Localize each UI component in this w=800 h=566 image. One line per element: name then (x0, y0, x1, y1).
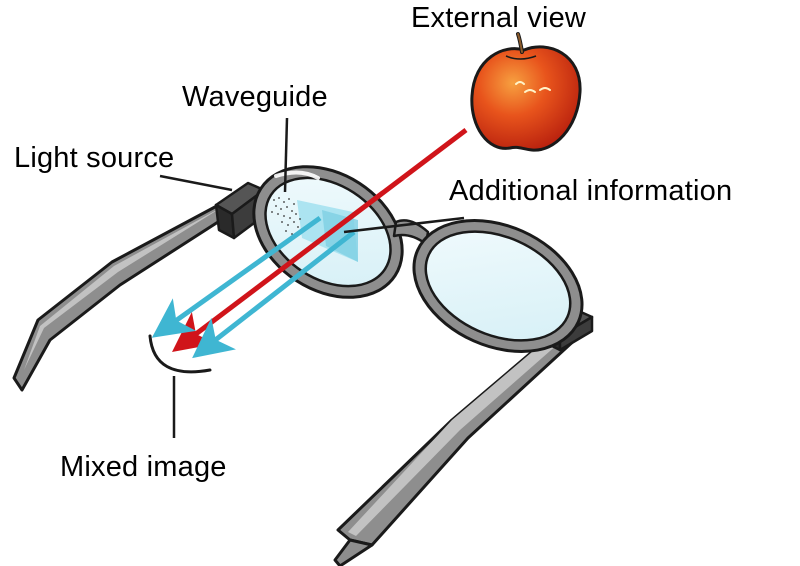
light-source-stipple (271, 197, 301, 235)
leader-waveguide (283, 117, 289, 193)
label-waveguide: Waveguide (182, 81, 328, 113)
right-lens-frame (412, 219, 584, 353)
projected-light-ray-upper (151, 215, 322, 338)
external-light-ray (172, 128, 468, 353)
label-additional-information: Additional information (449, 175, 733, 207)
label-light-source: Light source (14, 142, 175, 174)
left-temple-arm (12, 198, 230, 392)
right-temple-arm (333, 316, 592, 566)
apple-illustration (470, 32, 582, 152)
projected-light-ray-lower (192, 230, 356, 359)
label-mixed-image: Mixed image (60, 451, 227, 483)
waveguide-prism (297, 200, 358, 262)
leader-light-source (159, 174, 233, 192)
eye-icon (148, 334, 212, 374)
leader-additional-information (343, 216, 465, 234)
label-external-view: External view (411, 2, 587, 34)
